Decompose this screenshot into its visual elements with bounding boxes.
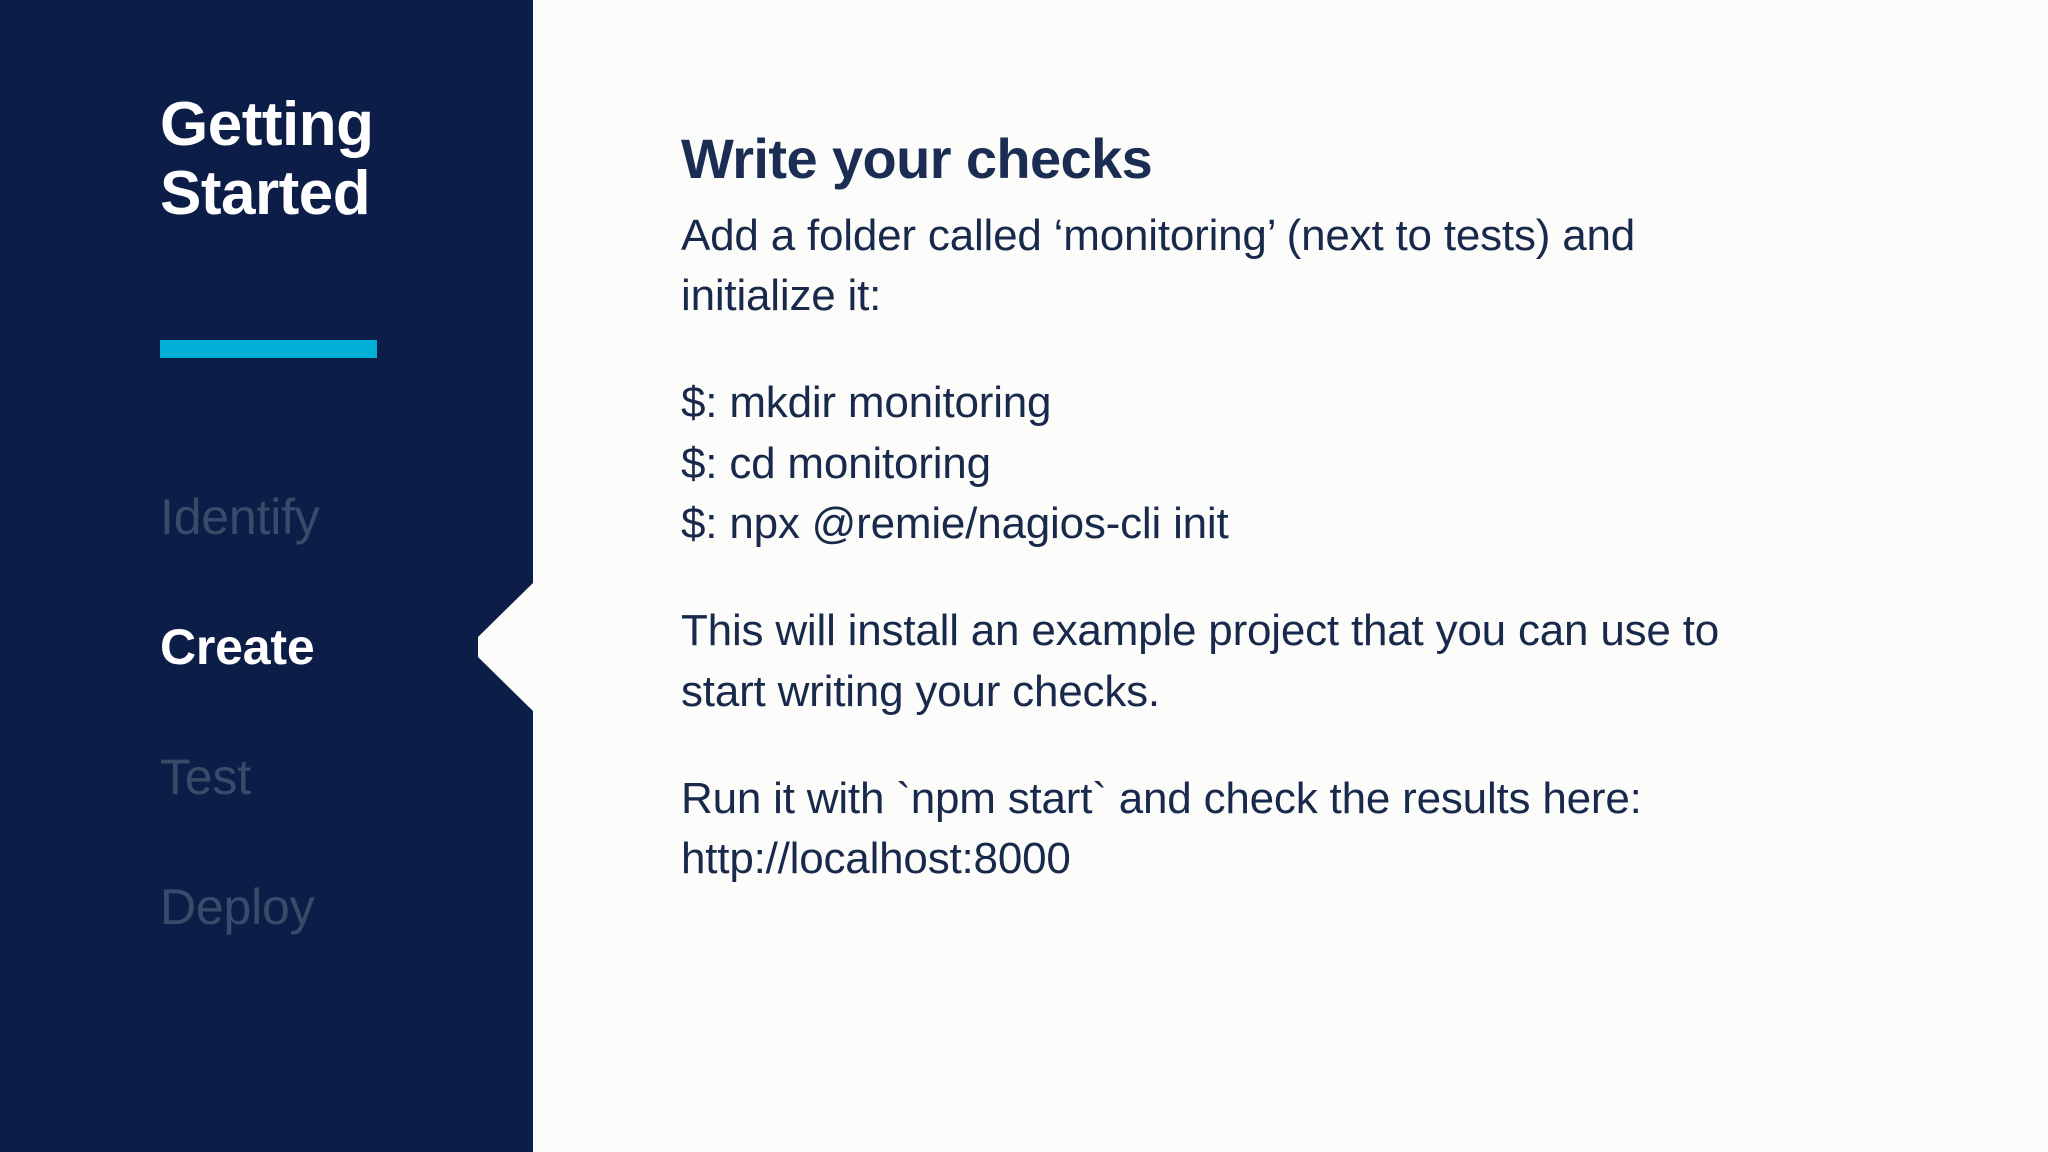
accent-divider-rule — [160, 340, 377, 358]
explain-line-2: start writing your checks. — [681, 666, 1160, 716]
slide-content: Write your checks Add a folder called ‘m… — [533, 0, 2048, 1152]
sidebar-item-deploy[interactable]: Deploy — [0, 842, 533, 972]
body-spacer — [681, 723, 1928, 769]
sidebar-item-label: Test — [160, 749, 251, 805]
sidebar-item-label: Deploy — [160, 879, 315, 935]
run-line-url: http://localhost:8000 — [681, 834, 1071, 884]
page-title: Write your checks — [681, 127, 1153, 190]
sidebar: Getting Started Identify Create — [0, 0, 534, 1152]
command-line-mkdir: $: mkdir monitoring — [681, 378, 1052, 428]
sidebar-item-label: Identify — [160, 489, 320, 545]
sidebar-item-test[interactable]: Test — [0, 712, 533, 842]
progress-nav-list: Identify Create Test Deploy — [0, 452, 534, 972]
sidebar-item-create[interactable]: Create — [0, 582, 534, 712]
command-line-npx: $: npx @remie/nagios-cli init — [681, 499, 1229, 549]
explain-line-1: This will install an example project tha… — [681, 606, 1719, 656]
body-spacer — [681, 555, 1928, 601]
deck-title-line-1: Getting — [160, 90, 374, 159]
sidebar-item-identify[interactable]: Identify — [0, 452, 533, 582]
command-line-cd: $: cd monitoring — [681, 438, 991, 488]
deck-title-line-2: Started — [160, 159, 371, 229]
intro-line-1: Add a folder called ‘monitoring’ (next t… — [681, 210, 1636, 260]
sidebar-item-label: Create — [160, 619, 315, 675]
body-spacer — [681, 327, 1928, 373]
sidebar-inner: Getting Started Identify Create — [0, 0, 534, 1152]
intro-line-2: initialize it: — [681, 271, 882, 321]
deck-title: Getting Started — [160, 90, 500, 229]
slide-body: Add a folder called ‘monitoring’ (next t… — [681, 206, 1928, 890]
active-step-chevron-icon — [478, 582, 534, 712]
run-line-1: Run it with `npm start` and check the re… — [681, 773, 1642, 823]
